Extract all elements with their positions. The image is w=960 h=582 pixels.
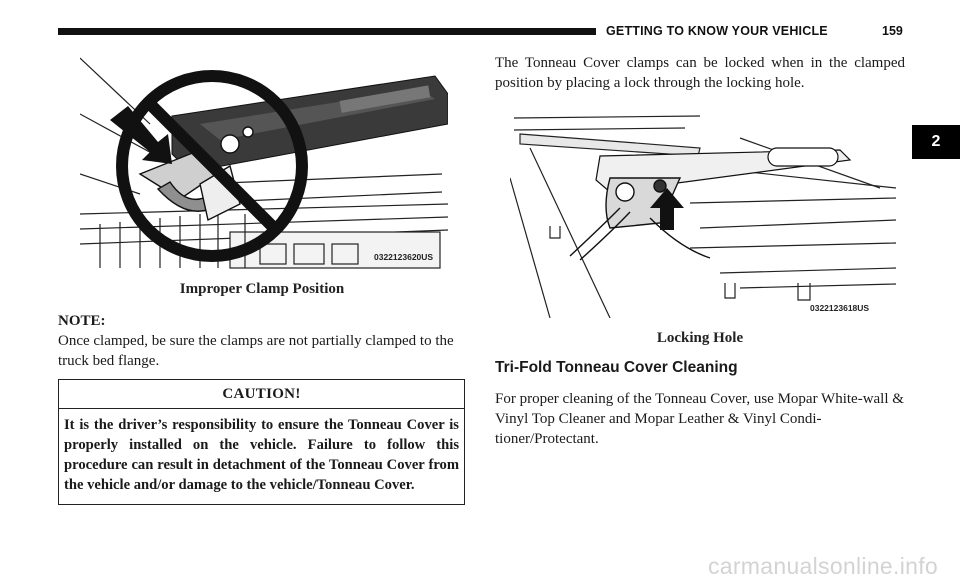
locking-hole-figure: 0322123618US [509,108,897,319]
up-arrow-icon [650,188,684,230]
caution-body: It is the driver’s responsibility to ens… [64,417,459,493]
prohibition-circle-icon [116,70,308,262]
running-header-title: GETTING TO KNOW YOUR VEHICLE [606,24,828,38]
locking-hole-illustration: 0322123618US [509,115,897,319]
section-heading: Tri-Fold Tonneau Cover Cleaning [495,359,738,376]
improper-clamp-illustration: 0322123620US [79,57,449,269]
caution-title: CAUTION! [59,380,464,409]
figure1-caption: Improper Clamp Position [179,281,345,297]
caution-box: CAUTION! It is the driver’s responsibili… [58,379,465,505]
locking-intro-paragraph: The Tonneau Cover clamps can be locked w… [495,55,905,91]
note-body: Once clamped, be sure the clamps are not… [58,333,454,369]
page-number: 159 [882,24,903,38]
note-heading: NOTE: [58,313,106,329]
chapter-tab: 2 [912,125,960,159]
down-arrow-icon [110,106,172,164]
chapter-tab-label: 2 [931,133,941,150]
header-rule [58,28,596,35]
figure2-caption: Locking Hole [656,330,744,346]
watermark: carmanualsonline.info [707,553,938,579]
figure2-code: 0322123618US [810,303,869,313]
figure1-code: 0322123620US [374,252,433,262]
improper-clamp-figure: 0322123620US [79,54,449,272]
cleaning-paragraph: For proper cleaning of the Tonneau Cover… [495,391,904,447]
